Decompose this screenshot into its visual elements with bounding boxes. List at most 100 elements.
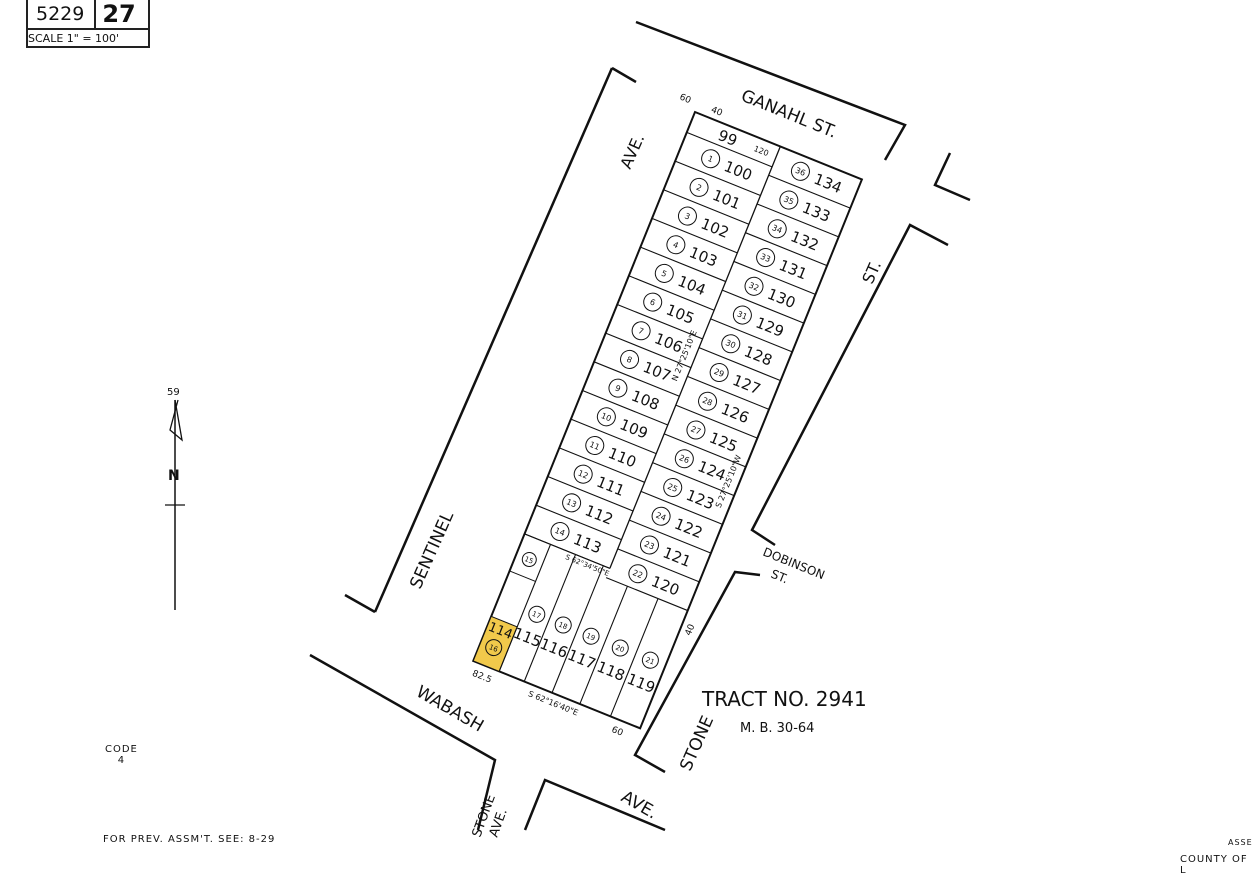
parcel-id: 27 — [689, 424, 702, 436]
parcel-id-circle — [573, 464, 593, 484]
lot-number: 110 — [606, 444, 639, 471]
lot-number: 125 — [707, 428, 740, 455]
parcel-id-circle — [585, 435, 605, 455]
parcel-id-circle — [756, 248, 776, 268]
parcel-right-127[interactable]: 29 127 — [707, 361, 764, 399]
dim-label: 120 — [752, 144, 770, 158]
lot-number: 123 — [684, 486, 717, 513]
lot-number: 128 — [742, 342, 775, 369]
parcel-left-99[interactable]: 99 — [715, 126, 739, 150]
parcel-id: 31 — [736, 309, 749, 321]
parcel-id-circle — [779, 190, 799, 210]
prev-assessment-note: FOR PREV. ASSM'T. SEE: 8-29 — [103, 834, 276, 845]
lot-number: 116 — [537, 634, 570, 661]
parcel-right-130[interactable]: 32 130 — [742, 275, 799, 313]
parcel-id-circle — [663, 477, 683, 497]
st-right-line — [750, 223, 949, 547]
parcel-id-circle — [744, 276, 764, 296]
dim-label: 82.5 — [471, 669, 493, 686]
parcel-id-circle — [562, 493, 582, 513]
dim-label: 40 — [709, 105, 724, 119]
parcel-id: 8 — [625, 355, 633, 365]
parcel-id-circle — [651, 506, 671, 526]
parcel-id-circle — [620, 349, 640, 369]
parcel-left-113[interactable]: 14 113 — [548, 520, 605, 558]
block-outline — [471, 110, 864, 730]
parcel-id-circle — [631, 321, 651, 341]
stone-line — [633, 570, 761, 774]
north-label: N — [168, 468, 180, 484]
street-lines — [309, 20, 971, 832]
parcel-id: 7 — [637, 326, 645, 336]
lot-number: 113 — [571, 530, 604, 557]
stone-ave-line — [523, 778, 666, 832]
street-wabash: WABASH — [413, 682, 487, 737]
parcel-id: 35 — [782, 194, 795, 206]
code-label: CODE — [105, 744, 138, 755]
parcel-id-circle — [767, 219, 787, 239]
lot-number: 112 — [582, 501, 615, 528]
tract-title: TRACT NO. 2941 — [701, 687, 867, 711]
parcel-left-111[interactable]: 12 111 — [571, 462, 628, 500]
parcel-small-15[interactable]: 15 — [520, 550, 538, 568]
lot-number: 108 — [629, 387, 662, 414]
parcel-id-circle — [550, 522, 570, 542]
parcel-id: 4 — [672, 240, 680, 250]
lot-number: 121 — [660, 543, 693, 570]
lot-number: 111 — [594, 473, 627, 500]
parcel-id: 19 — [585, 632, 596, 643]
parcel-id: 29 — [713, 367, 726, 379]
parcel-left-108[interactable]: 9 108 — [606, 376, 663, 414]
parcel-id: 28 — [701, 396, 714, 408]
parcel-id: 12 — [577, 469, 590, 481]
parcel-id: 6 — [648, 297, 656, 307]
lot-number: 130 — [765, 285, 798, 312]
parcel-id-circle — [686, 420, 706, 440]
sentinel-line — [373, 67, 614, 613]
north-arrow: 59 N — [165, 387, 185, 610]
parcel-id: 10 — [600, 411, 613, 423]
parcel-id: 20 — [614, 644, 625, 655]
parcel-id: 9 — [614, 383, 622, 393]
parcel-id: 5 — [660, 269, 668, 279]
lot-number: 120 — [649, 572, 682, 599]
parcel-right-125[interactable]: 27 125 — [684, 418, 741, 456]
parcel-id: 32 — [747, 281, 760, 293]
wabash-line — [309, 653, 497, 831]
parcel-id: 24 — [655, 511, 668, 523]
parcel-id: 14 — [553, 526, 566, 538]
parcel-id-circle — [689, 177, 709, 197]
lot-number: 117 — [565, 646, 598, 673]
north-bearing: 59 — [167, 387, 180, 398]
lot-number: 99 — [715, 126, 739, 150]
parcel-id-circle — [596, 407, 616, 427]
lot-number: 127 — [730, 371, 763, 398]
parcel-id-circle — [677, 206, 697, 226]
